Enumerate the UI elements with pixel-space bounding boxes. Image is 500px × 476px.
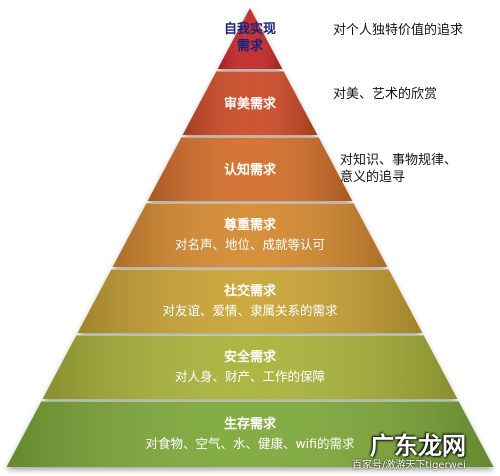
tier-desc-esteem: 对名声、地位、成就等认可 [175, 237, 325, 252]
tier-title2-self-actualization: 需求 [237, 38, 264, 54]
pyramid-tier-safety [42, 335, 458, 399]
watermark-logo: 广东龙网 [370, 432, 466, 460]
pyramid-tier-aesthetic [182, 71, 318, 135]
note-aesthetic: 对美、艺术的欣赏 [333, 87, 438, 102]
tier-title-social: 社交需求 [223, 283, 277, 299]
pyramid-tier-esteem [112, 203, 388, 267]
tier-shading-safety [42, 335, 458, 399]
pyramid-tier-survival [6, 401, 494, 467]
pyramid-tier-social [77, 269, 423, 333]
note-cognitive-line2: 意义的追寻 [340, 170, 406, 185]
note-self-actualization: 对个人独特价值的追求 [333, 23, 464, 38]
tier-title-self-actualization: 自我实现 [224, 21, 276, 37]
pyramid-tier-cognitive [147, 137, 353, 201]
tier-title-safety: 安全需求 [224, 349, 277, 365]
tier-shading-self-actualization [217, 8, 283, 69]
tier-desc-social: 对友谊、爱情、隶属关系的需求 [162, 303, 338, 318]
pyramid-tier-self-actualization [217, 8, 283, 69]
tier-desc-safety: 对人身、财产、工作的保障 [175, 369, 325, 384]
tier-shading-esteem [112, 203, 388, 267]
watermark-caption: 百家号/激游天下tigerwei [352, 460, 466, 471]
tier-desc-survival: 对食物、空气、水、健康、wifi的需求 [145, 436, 355, 451]
tier-title-esteem: 尊重需求 [224, 217, 277, 233]
tier-shading-aesthetic [182, 71, 318, 135]
tier-shading-survival [6, 401, 494, 467]
note-cognitive-line1: 对知识、事物规律、 [340, 153, 458, 168]
tier-shading-social [77, 269, 423, 333]
tier-title-aesthetic: 审美需求 [224, 96, 277, 112]
tier-title-cognitive: 认知需求 [224, 162, 277, 178]
tier-title-survival: 生存需求 [224, 416, 277, 432]
tier-shading-cognitive [147, 137, 353, 201]
